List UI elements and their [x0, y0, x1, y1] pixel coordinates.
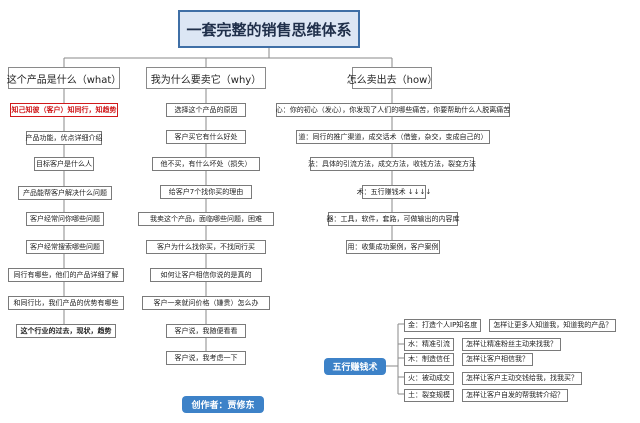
why-item: 我卖这个产品，面临哪些问题，困难 [138, 212, 274, 226]
wuxing-item: 木：制造信任怎样让客户相信我？ [404, 353, 533, 366]
how-item: 术：五行赚钱术 ↓↓↓↓ [357, 185, 431, 199]
what-item: 产品能帮客户解决什么问题 [18, 186, 112, 200]
wuxing-item: 火：被动成交怎样让客户主动交钱给我，找我买？ [404, 372, 582, 385]
wuxing-question: 怎样让客户自发的帮我转介绍？ [462, 389, 568, 402]
wuxing-key: 火：被动成交 [404, 372, 454, 385]
what-item: 客户经常问你哪些问题 [26, 212, 104, 226]
wuxing-key: 土：裂变规模 [404, 389, 454, 402]
why-item: 选择这个产品的原因 [166, 103, 246, 117]
wuxing-key: 木：制造信任 [404, 353, 454, 366]
wuxing-question: 怎样让客户主动交钱给我，找我买？ [462, 372, 582, 385]
how-item: 法：具体的引流方法，成交方法，收钱方法，裂变方法 [308, 157, 476, 171]
wuxing-item: 金：打造个人IP知名度怎样让更多人知道我，知道我的产品？ [404, 319, 617, 332]
why-item: 客户说，我考虑一下 [166, 351, 246, 365]
wuxing-question: 怎样让客户相信我？ [462, 353, 533, 366]
how-item: 心：你的初心（发心），你发现了人们的哪些痛苦，你要帮助什么人脱离痛苦 [276, 103, 510, 117]
wuxing-question: 怎样让精准粉丝主动来找我？ [462, 338, 561, 351]
what-item: 知己知彼（客户）知同行，知趋势 [10, 103, 118, 117]
wuxing-label: 五行赚钱术 [324, 358, 386, 375]
wuxing-question: 怎样让更多人知道我，知道我的产品？ [489, 319, 617, 332]
how-item: 器：工具，软件，套路，可做输出的内容库 [327, 212, 460, 226]
what-item: 产品功能，优点详细介绍 [26, 131, 103, 145]
why-item: 给客户7个找你买的理由 [160, 185, 252, 199]
page-title: 一套完整的销售思维体系 [178, 10, 360, 48]
why-item: 客户为什么找你买，不找同行买 [146, 240, 266, 254]
what-item: 和同行比，我们产品的优势有哪些 [8, 296, 124, 310]
wuxing-item: 水：精准引流怎样让精准粉丝主动来找我？ [404, 338, 561, 351]
author-badge: 创作者：贾修东 [182, 396, 264, 413]
section-what: 这个产品是什么（what） [7, 67, 121, 89]
what-item: 客户经常搜索哪些问题 [26, 240, 104, 254]
why-item: 客户一来就问价格（嫌贵）怎么办 [142, 296, 270, 310]
how-item: 用：收集成功案例，客户案例 [346, 240, 440, 254]
why-item: 客户买它有什么好处 [166, 130, 246, 144]
how-item: 道：同行的推广渠道，成交话术（借鉴，杂交，变成自己的） [296, 130, 490, 144]
why-item: 客户说，我随便看看 [166, 324, 246, 338]
wuxing-item: 土：裂变规模怎样让客户自发的帮我转介绍？ [404, 389, 568, 402]
why-item: 如何让客户相信你说的是真的 [150, 268, 262, 282]
what-item: 这个行业的过去，现状，趋势 [16, 324, 116, 338]
wuxing-key: 金：打造个人IP知名度 [404, 319, 482, 332]
why-item: 他不买，有什么坏处（损失） [152, 157, 260, 171]
what-item: 目标客户是什么人 [34, 157, 94, 171]
section-how: 怎么卖出去（how） [347, 67, 437, 89]
wuxing-key: 水：精准引流 [404, 338, 454, 351]
what-item: 同行有哪些，他们的产品详细了解 [8, 268, 124, 282]
section-why: 我为什么要卖它（why） [146, 67, 266, 89]
